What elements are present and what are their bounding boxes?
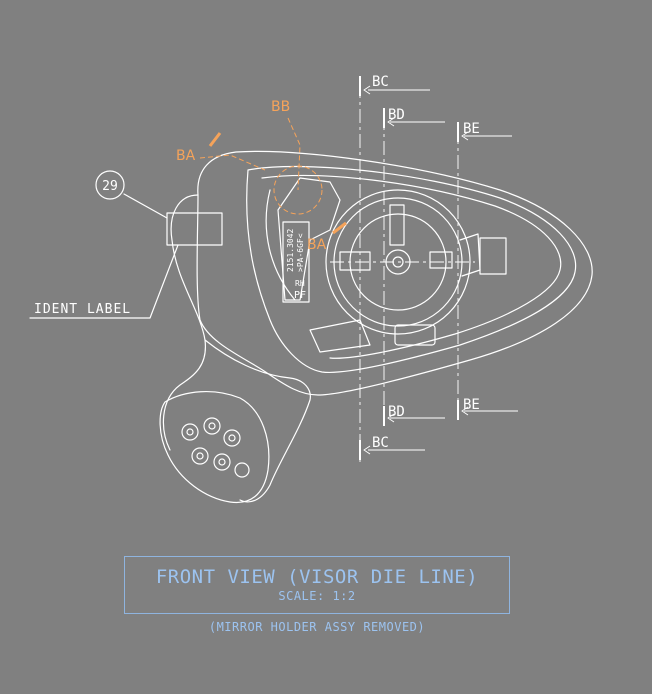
section-marker-be-bottom: BE <box>463 397 480 413</box>
callout-ba-lower: BA <box>307 237 327 253</box>
mount-bracket <box>277 177 341 301</box>
section-marker-bc-top: BC <box>372 74 389 90</box>
part-marking-strip <box>282 221 310 303</box>
mirror-base-arm <box>162 194 207 451</box>
item-number: 29 <box>102 179 118 194</box>
item-number-balloon <box>95 170 125 200</box>
mirror-glass-opening <box>246 165 577 374</box>
view-title: FRONT VIEW (VISOR DIE LINE) <box>155 566 479 588</box>
mirror-housing-outline <box>196 150 593 396</box>
section-marker-be-top: BE <box>463 121 480 137</box>
ident-label-patch <box>166 212 223 246</box>
title-block: FRONT VIEW (VISOR DIE LINE) SCALE: 1:2 <box>124 556 510 614</box>
actuator-outer-ring <box>325 189 471 335</box>
section-marker-bd-bottom: BD <box>388 404 405 420</box>
part-marking-2: >PA-6GF< <box>296 233 305 272</box>
view-scale: SCALE: 1:2 <box>278 589 356 603</box>
part-marking-3: RH <box>295 279 305 288</box>
part-marking-1: 2151.3042 <box>286 228 295 272</box>
connector-foot <box>159 391 270 504</box>
callout-ba-upper: BA <box>176 148 196 164</box>
section-marker-bc-bottom: BC <box>372 435 389 451</box>
callout-bb: BB <box>271 99 290 115</box>
view-note: (MIRROR HOLDER ASSY REMOVED) <box>208 620 426 634</box>
section-marker-bd-top: BD <box>388 107 405 123</box>
ident-label-text: IDENT LABEL <box>34 302 131 317</box>
part-marking-4: PF <box>294 290 306 301</box>
